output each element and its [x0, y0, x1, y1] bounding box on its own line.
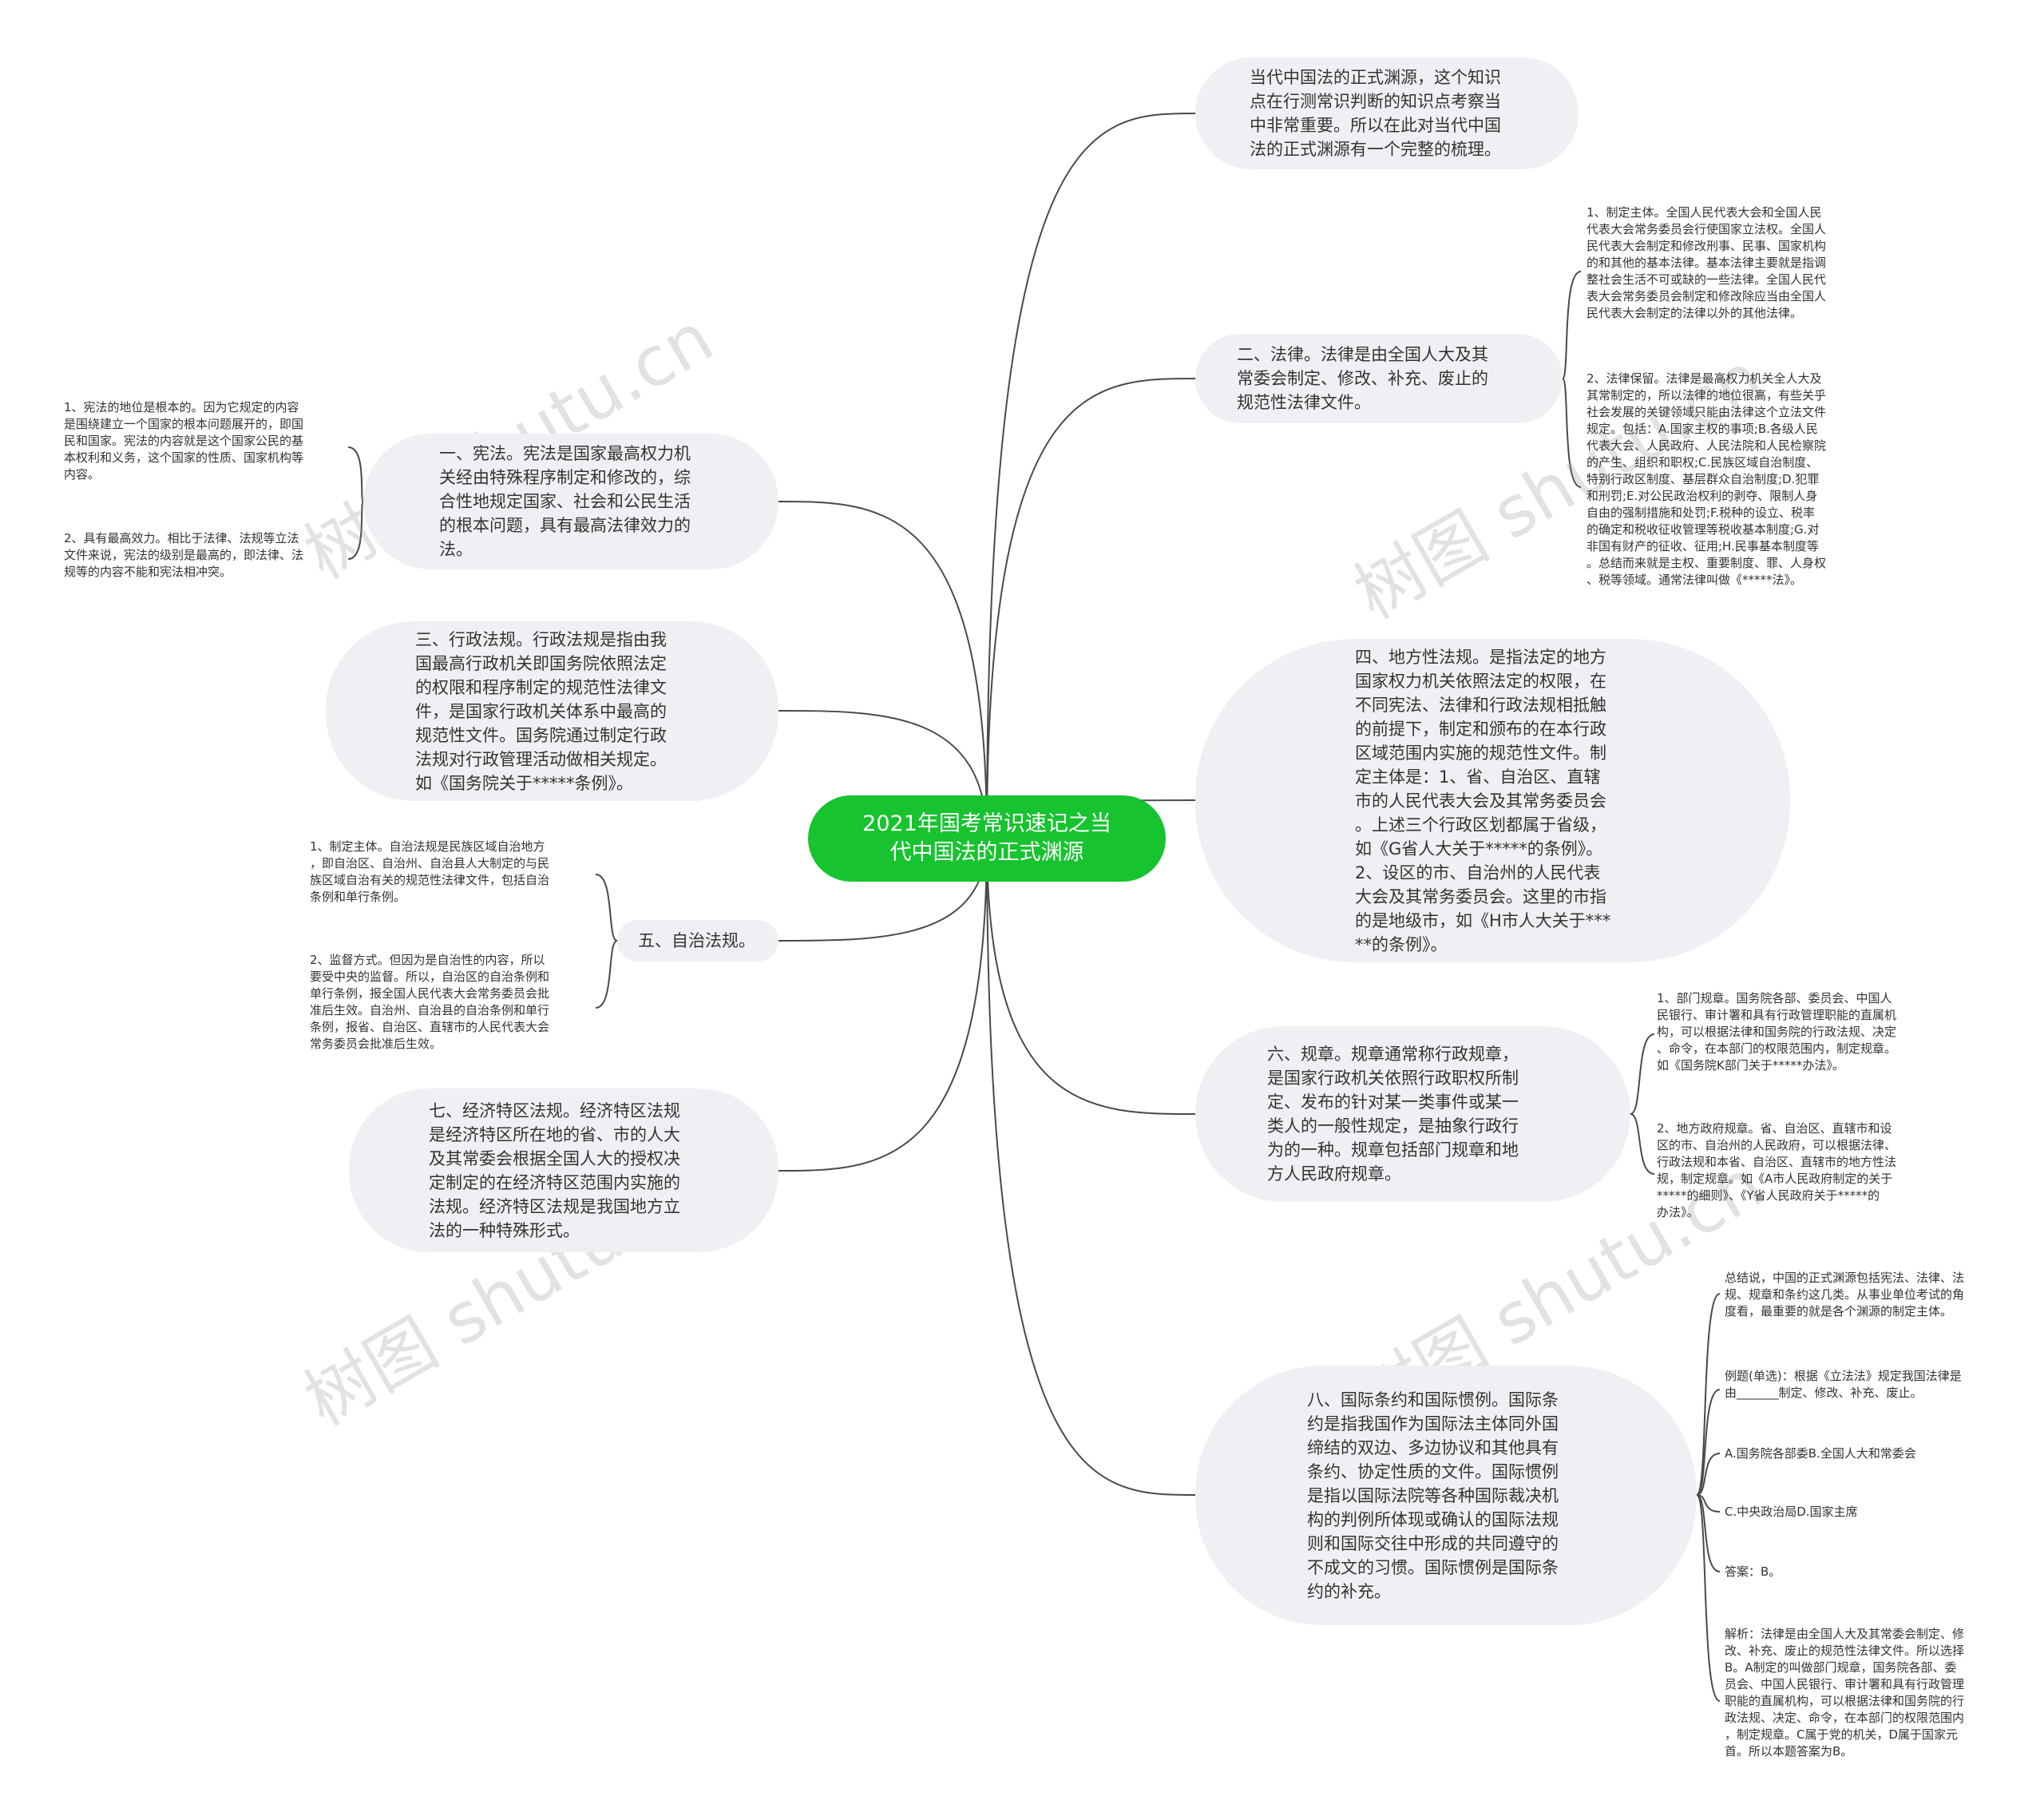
link-administrative — [778, 710, 988, 839]
branch-autonomy[interactable]: 五、自治法规。 — [617, 920, 778, 962]
link-international — [986, 838, 1196, 1496]
link-intro — [986, 113, 1196, 839]
leaf-law-2: 2、法律保留。法律是最高权力机关全人大及 其常制定的，所以法律的地位很高，有些关… — [1586, 371, 1827, 587]
branch-rules-label: 六、规章。规章通常称行政规章， 是国家行政机关依照行政职权所制 定、发布的针对某… — [1267, 1045, 1519, 1184]
link-rules — [986, 838, 1196, 1115]
leaf-autonomy-1: 1、制定主体。自治法规是民族区域自治地方 ，即自治区、自治州、自治县人大制定的与… — [310, 839, 550, 904]
branch-international-label: 八、国际条约和国际惯例。国际条 约是指我国作为国际法主体同外国 缔结的双边、多边… — [1307, 1390, 1559, 1601]
link-law — [986, 378, 1196, 839]
link-law-leaf-0 — [1562, 271, 1582, 379]
leaf-constitution-2: 2、具有最高效力。相比于法律、法规等立法 文件来说，宪法的级别是最高的，即法律、… — [64, 531, 304, 579]
root-topic[interactable]: 2021年国考常识速记之当 代中国法的正式渊源 — [808, 795, 1166, 882]
leaf-intl-answer: 答案：B。 — [1725, 1564, 1781, 1579]
link-intl-leaf-5 — [1696, 1494, 1721, 1702]
link-constitution-leaf-1 — [347, 501, 364, 560]
link-rules-leaf-0 — [1630, 1033, 1655, 1115]
branch-sez-regulations[interactable]: 七、经济特区法规。经济特区法规 是经济特区所在地的省、市的人大 及其常委会根据全… — [349, 1088, 778, 1252]
branch-constitution[interactable]: 一、宪法。宪法是国家最高权力机 关经由特殊程序制定和修改的，综 合性地规定国家、… — [363, 434, 778, 569]
branch-international[interactable]: 八、国际条约和国际惯例。国际条 约是指我国作为国际法主体同外国 缔结的双边、多边… — [1195, 1366, 1697, 1625]
link-intl-leaf-2 — [1696, 1453, 1721, 1496]
leaf-intl-question: 例题(单选)：根据《立法法》规定我国法律是 由_______制定、修改、补充、废… — [1725, 1369, 1962, 1400]
link-intl-leaf-1 — [1696, 1389, 1721, 1496]
branch-administrative-regulations[interactable]: 三、行政法规。行政法规是指由我 国最高行政机关即国务院依照法定 的权限和程序制定… — [326, 621, 778, 801]
leaf-intl-option-ab: A.国务院各部委B.全国人大和常委会 — [1725, 1446, 1916, 1461]
branch-constitution-label: 一、宪法。宪法是国家最高权力机 关经由特殊程序制定和修改的，综 合性地规定国家、… — [439, 444, 691, 559]
branch-local-regulations[interactable]: 四、地方性法规。是指法定的地方 国家权力机关依照法定的权限，在 不同宪法、法律和… — [1195, 639, 1790, 962]
branch-intro-label: 当代中国法的正式渊源，这个知识 点在行测常识判断的知识点考察当 中非常重要。所以… — [1250, 68, 1501, 159]
branch-intro[interactable]: 当代中国法的正式渊源，这个知识 点在行测常识判断的知识点考察当 中非常重要。所以… — [1195, 57, 1579, 169]
leaf-rules-2: 2、地方政府规章。省、自治区、直辖市和设 区的市、自治州的人民政府，可以根据法律… — [1657, 1121, 1897, 1219]
leaf-intl-summary: 总结说，中国的正式渊源包括宪法、法律、法 规、规章和条约这几类。从事业单位考试的… — [1725, 1271, 1965, 1318]
branch-law-label: 二、法律。法律是由全国人大及其 常委会制定、修改、补充、废止的 规范性法律文件。 — [1237, 345, 1488, 412]
link-intl-leaf-0 — [1696, 1293, 1721, 1496]
link-rules-leaf-1 — [1630, 1113, 1655, 1175]
link-constitution — [778, 501, 988, 839]
branch-rules[interactable]: 六、规章。规章通常称行政规章， 是国家行政机关依照行政职权所制 定、发布的针对某… — [1195, 1026, 1630, 1202]
link-law-leaf-1 — [1562, 378, 1582, 488]
leaf-intl-option-cd: C.中央政治局D.国家主席 — [1725, 1505, 1858, 1519]
leaf-intl-explanation: 解析：法律是由全国人大及其常委会制定、修 改、补充、废止的规范性法律文件。所以选… — [1725, 1627, 1965, 1759]
link-sez — [778, 838, 988, 1172]
branch-law[interactable]: 二、法律。法律是由全国人大及其 常委会制定、修改、补充、废止的 规范性法律文件。 — [1195, 334, 1563, 423]
leaf-autonomy-2: 2、监督方式。但因为是自治性的内容，所以 要受中央的监督。所以，自治区的自治条例… — [310, 953, 550, 1051]
branch-administrative-regulations-label: 三、行政法规。行政法规是指由我 国最高行政机关即国务院依照法定 的权限和程序制定… — [415, 629, 667, 793]
branch-local-regulations-label: 四、地方性法规。是指法定的地方 国家权力机关依照法定的权限，在 不同宪法、法律和… — [1355, 647, 1611, 954]
link-autonomy-leaf-0 — [595, 874, 618, 942]
root-topic-label: 2021年国考常识速记之当 代中国法的正式渊源 — [862, 811, 1111, 865]
branch-sez-regulations-label: 七、经济特区法规。经济特区法规 是经济特区所在地的省、市的人大 及其常委会根据全… — [429, 1100, 680, 1240]
branch-autonomy-label: 五、自治法规。 — [638, 931, 755, 950]
link-constitution-leaf-0 — [347, 446, 364, 502]
leaf-rules-1: 1、部门规章。国务院各部、委员会、中国人 民银行、审计署和具有行政管理职能的直属… — [1657, 991, 1897, 1073]
link-intl-leaf-4 — [1696, 1494, 1721, 1572]
link-autonomy-leaf-1 — [595, 940, 618, 1009]
leaf-law-1: 1、制定主体。全国人民代表大会和全国人民 代表大会常务委员会行使国家立法权。全国… — [1586, 205, 1827, 320]
leaf-constitution-1: 1、宪法的地位是根本的。因为它规定的内容 是围绕建立一个国家的根本问题展开的，即… — [64, 400, 304, 482]
